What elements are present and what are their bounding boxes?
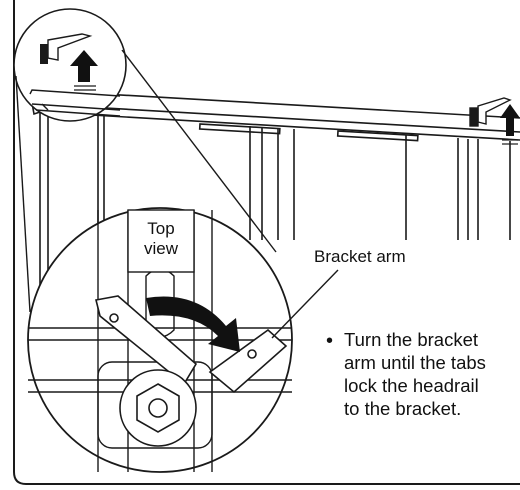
magnifier-small: [13, 8, 127, 122]
magnifier-connector-lines: [15, 49, 277, 313]
bracket-arm-leader-line: [271, 269, 339, 339]
instruction-line-2: arm until the tabs: [344, 352, 486, 373]
top-view-label-line2: view: [144, 239, 179, 258]
panel-frame: [13, 0, 520, 485]
curved-rotation-arrow-icon: [146, 296, 240, 352]
instruction-line-4: to the bracket.: [344, 398, 461, 419]
motion-dashes-right: [502, 139, 518, 145]
up-arrow-icon: [500, 104, 520, 136]
instruction-bullet: •: [326, 330, 333, 352]
right-bracket: [469, 97, 512, 127]
hex-nut: [119, 369, 197, 447]
instruction-line-1: Turn the bracket: [344, 329, 478, 350]
bracket-arm-label: Bracket arm: [314, 247, 406, 266]
top-view-label-line1: Top: [147, 219, 174, 238]
magnifier-large: [27, 207, 293, 473]
top-view-label-box: [127, 209, 195, 273]
up-arrow-icon: [70, 50, 98, 82]
instruction-line-3: lock the headrail: [344, 375, 479, 396]
bracket-arm-part: [95, 295, 288, 394]
